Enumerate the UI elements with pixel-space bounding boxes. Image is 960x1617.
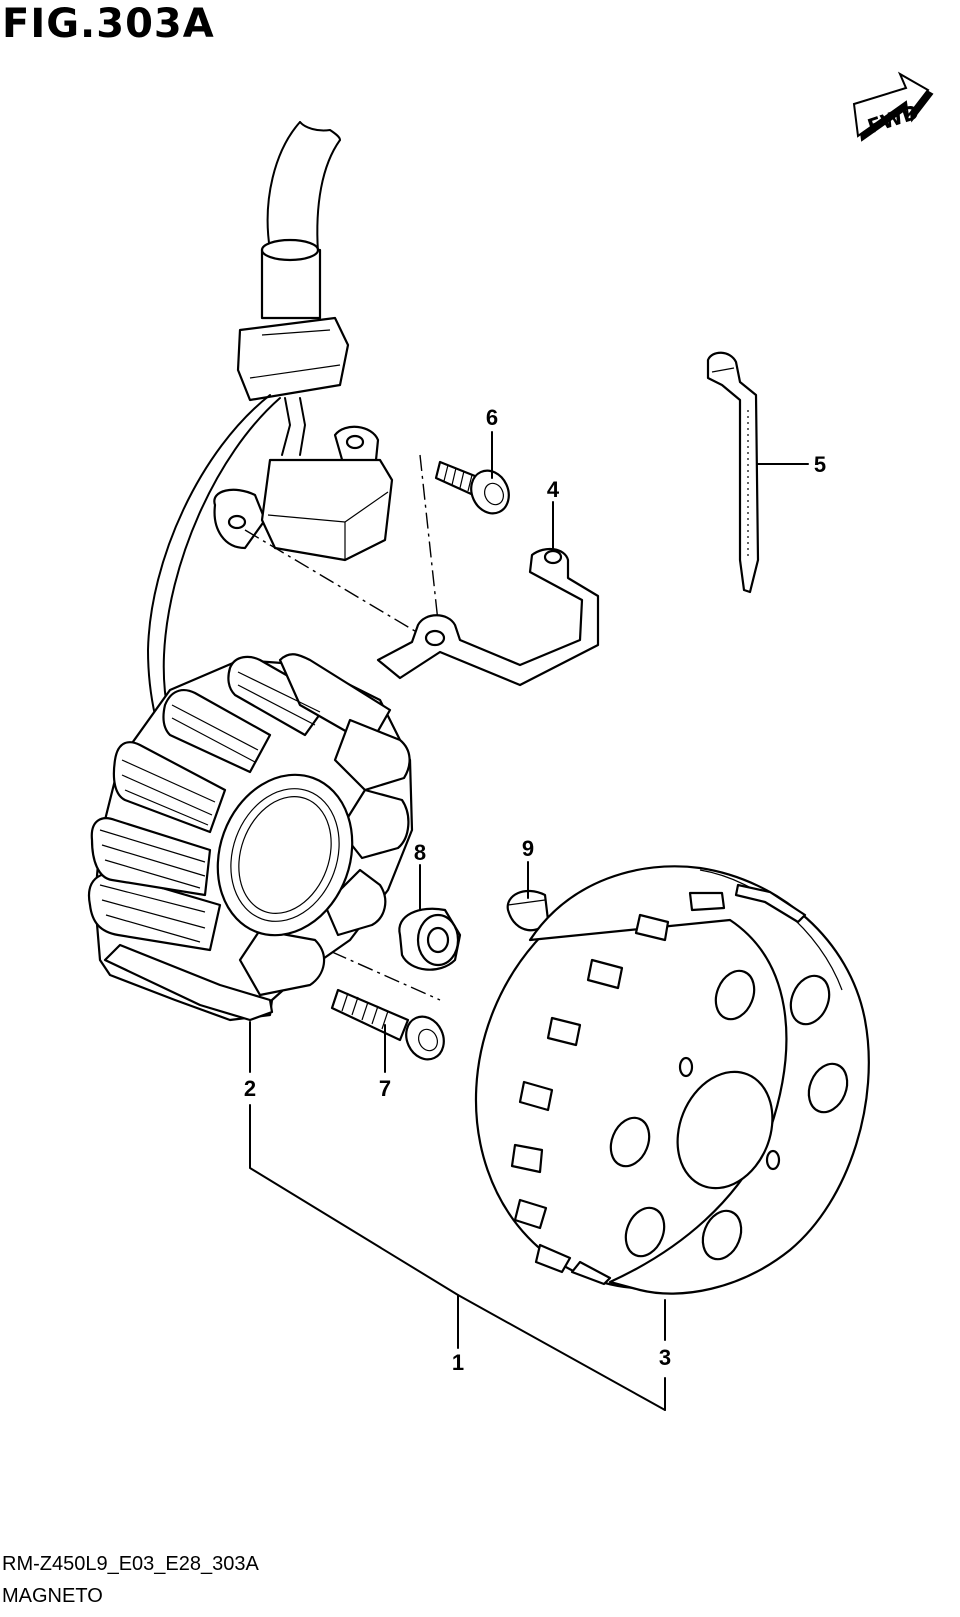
callout-5: 5 (814, 452, 826, 477)
cable-tie-5 (706, 351, 760, 594)
washer-8 (398, 907, 462, 971)
callout-6: 6 (486, 405, 498, 430)
callout-8: 8 (414, 840, 426, 865)
rotor-3 (474, 865, 870, 1295)
callout-4: 4 (547, 477, 560, 502)
leader-lines (249, 431, 809, 1411)
bracket-4 (376, 547, 600, 687)
fwd-arrow-icon: FWD (852, 71, 934, 142)
screw-7 (330, 988, 445, 1061)
pickup-coil (213, 425, 394, 562)
model-code: RM-Z450L9_E03_E28_303A (2, 1553, 259, 1575)
callout-9: 9 (522, 836, 534, 861)
bolt-6 (434, 460, 510, 515)
assembly-line-bolt-6 (419, 454, 441, 641)
assembly-line-pickup (244, 529, 431, 641)
figure-title: FIG.303A (2, 1, 215, 47)
stator-2 (87, 653, 414, 1022)
callout-3: 3 (659, 1345, 671, 1370)
assembly-line-bolt-7 (304, 939, 441, 1001)
callout-2: 2 (244, 1076, 256, 1101)
callout-7: 7 (379, 1076, 391, 1101)
callout-1: 1 (452, 1350, 464, 1375)
section-name: MAGNETO (2, 1585, 103, 1607)
